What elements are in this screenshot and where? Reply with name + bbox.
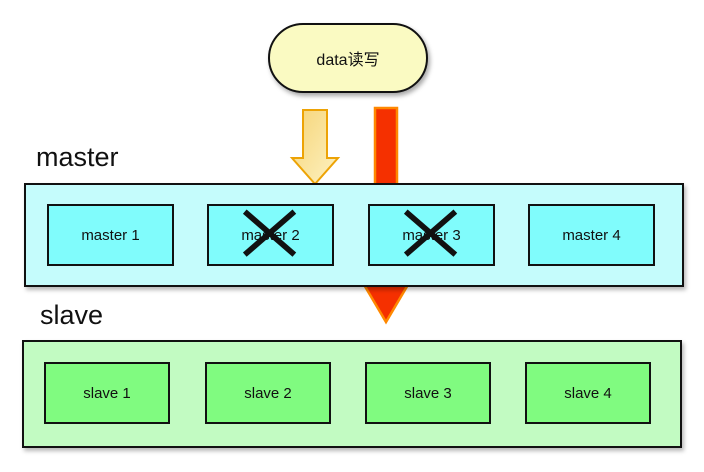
master-node-1: master 1 — [47, 204, 174, 266]
data-readwrite-label: data读写 — [316, 52, 380, 69]
slave-node-4: slave 4 — [525, 362, 651, 424]
master-node-2-label: master 2 — [241, 226, 300, 244]
slave-container: slave 1 slave 2 slave 3 slave 4 — [22, 340, 682, 448]
master-container: master 1 master 2 master 3 master 4 — [24, 183, 684, 287]
master-node-3-label: master 3 — [402, 226, 461, 244]
master-node-3: master 3 — [368, 204, 495, 266]
slave-node-4-label: slave 4 — [564, 384, 612, 402]
yellow-down-arrow-icon — [289, 109, 341, 186]
slave-node-1-label: slave 1 — [83, 384, 131, 402]
slave-node-1: slave 1 — [44, 362, 170, 424]
master-node-4-label: master 4 — [562, 226, 621, 244]
master-section-label: master — [36, 142, 119, 172]
slave-node-2-label: slave 2 — [244, 384, 292, 402]
slave-node-3: slave 3 — [365, 362, 491, 424]
slave-node-3-label: slave 3 — [404, 384, 452, 402]
master-node-2: master 2 — [207, 204, 334, 266]
master-node-1-label: master 1 — [81, 226, 140, 244]
slave-node-2: slave 2 — [205, 362, 331, 424]
slave-section-label: slave — [40, 300, 104, 330]
master-node-4: master 4 — [528, 204, 655, 266]
data-readwrite-bubble: data读写 — [268, 23, 428, 93]
